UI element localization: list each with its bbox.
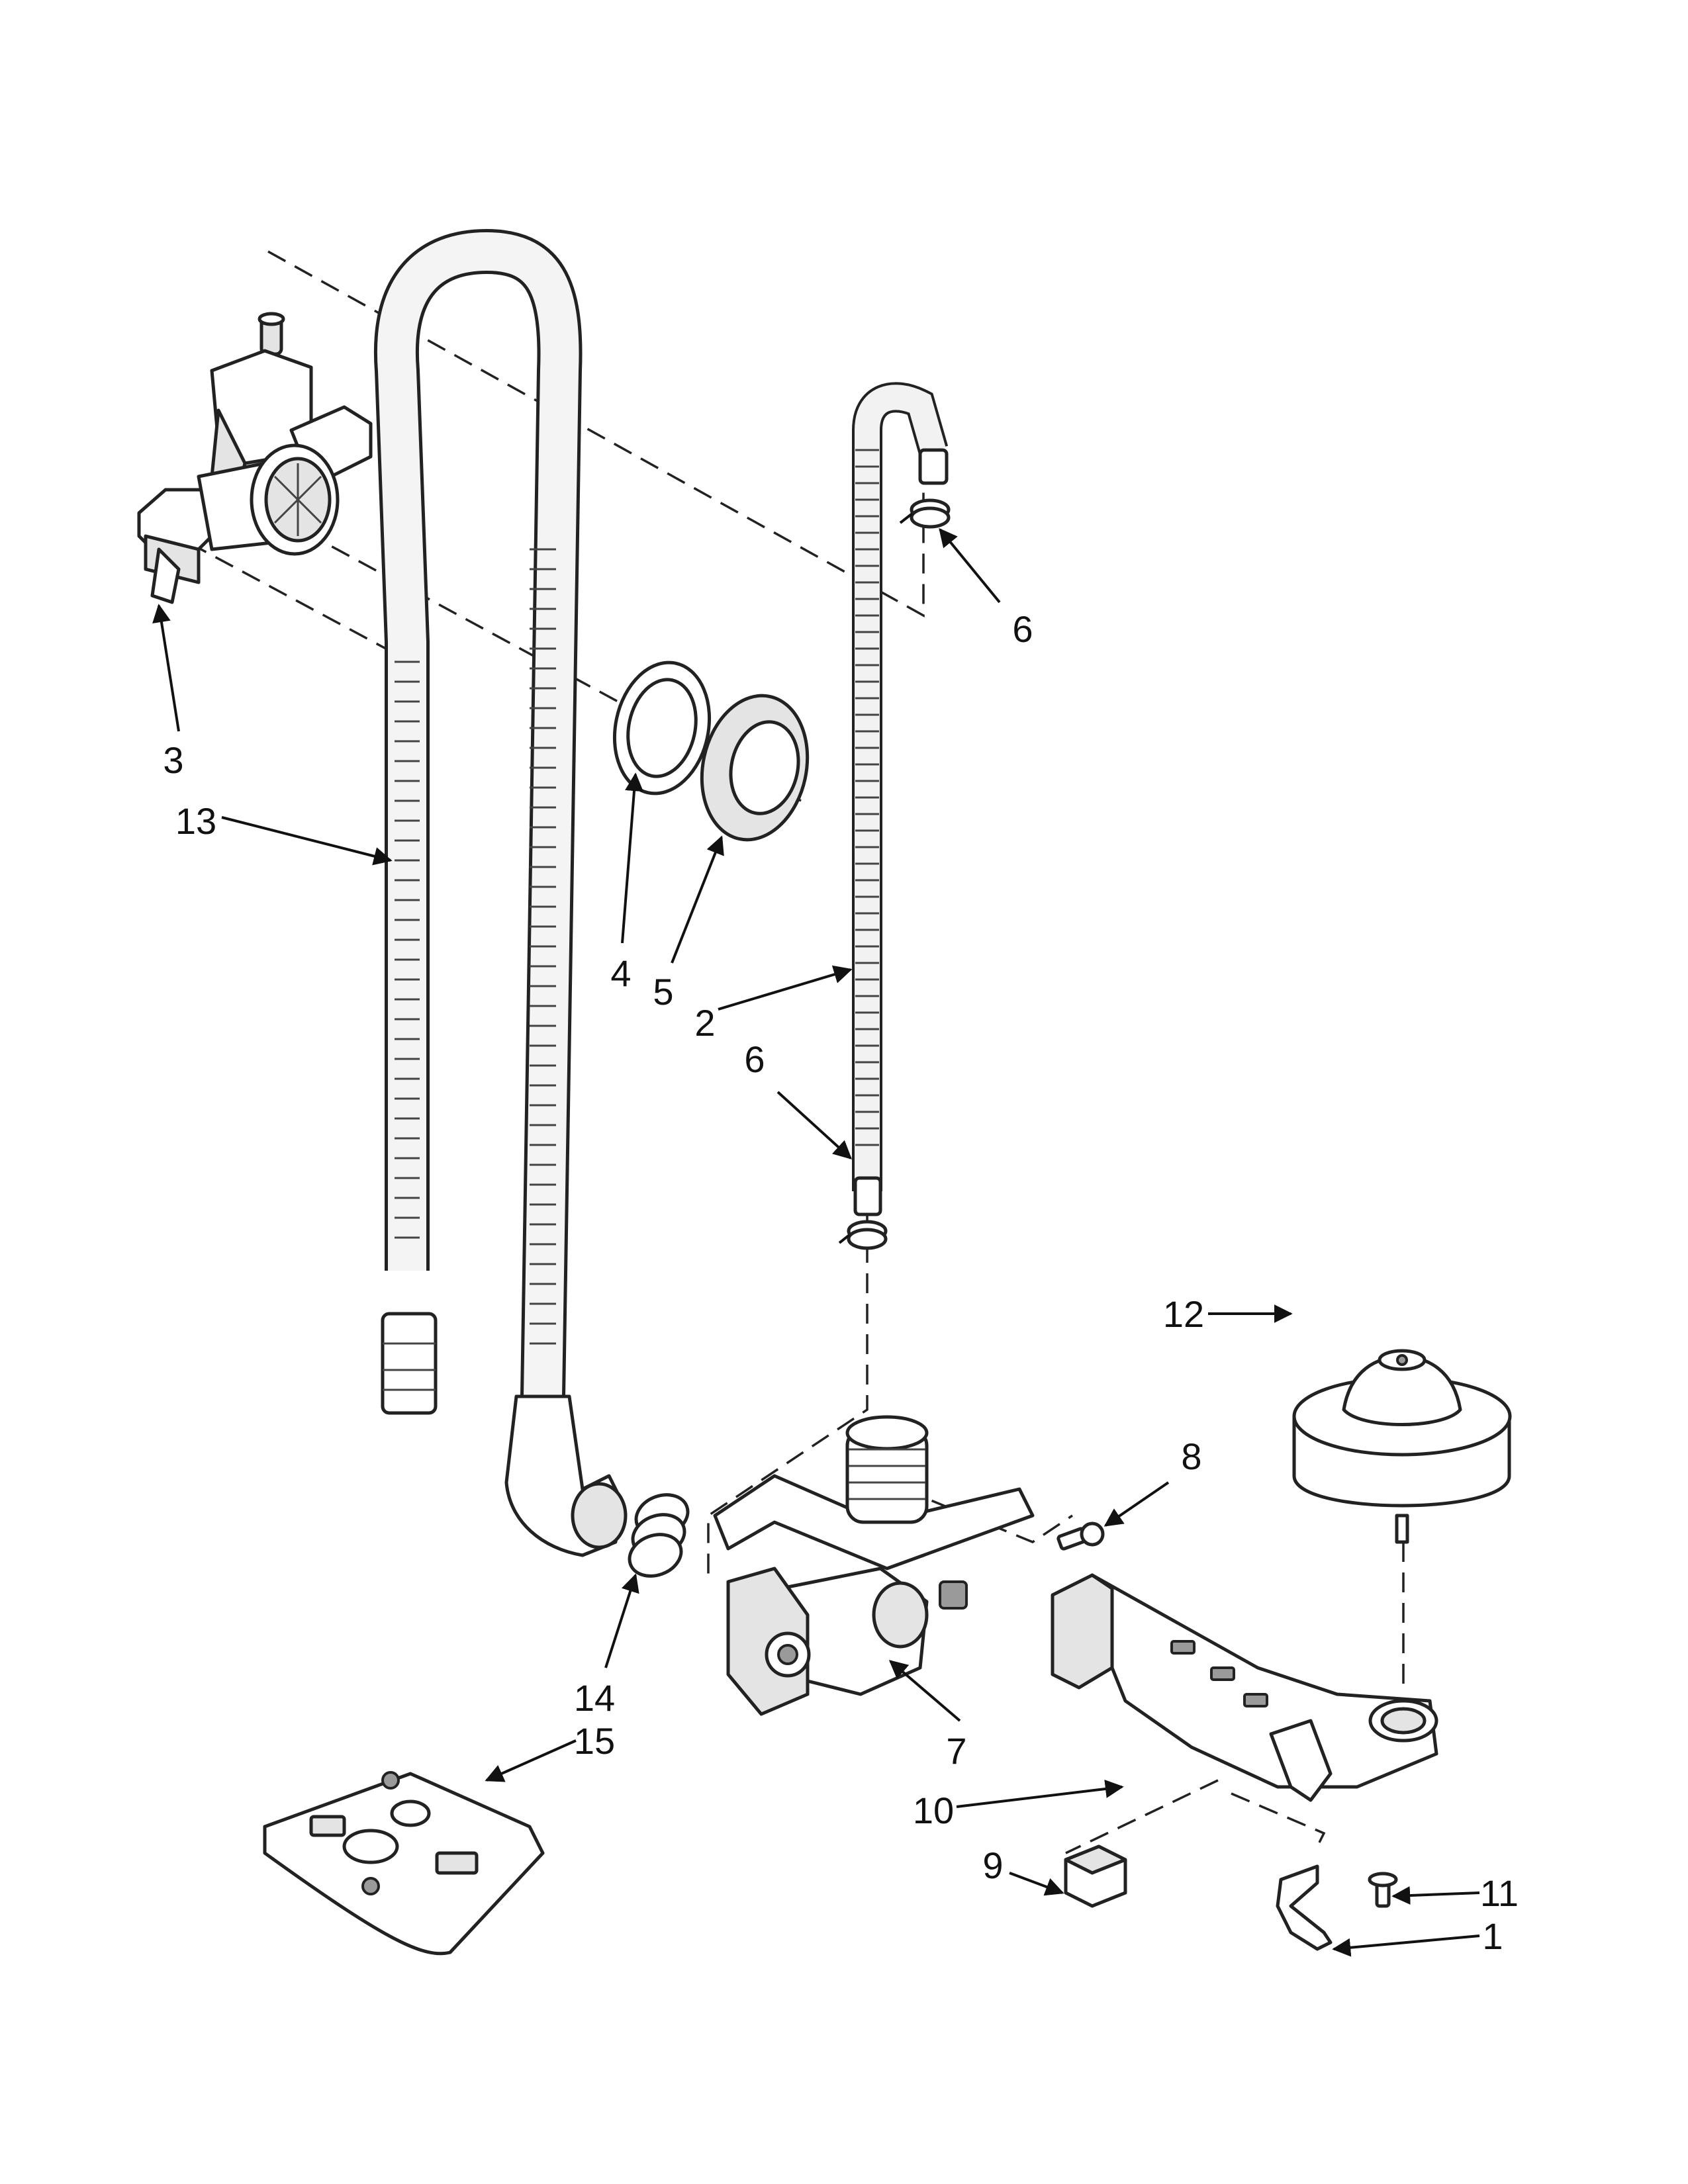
part-6-clamp-bottom bbox=[838, 1220, 888, 1250]
callout-1: 1 bbox=[1482, 1915, 1503, 1957]
callout-5: 5 bbox=[653, 971, 673, 1013]
callout-2: 2 bbox=[694, 1002, 715, 1044]
part-1-actuator bbox=[1276, 1864, 1333, 1951]
callout-7: 7 bbox=[946, 1730, 966, 1772]
part-4-gasket bbox=[612, 660, 712, 796]
part-10-float-bracket bbox=[1051, 1573, 1438, 1802]
callout-4: 4 bbox=[610, 952, 631, 994]
callout-9: 9 bbox=[982, 1844, 1003, 1886]
part-15-hardware-bag bbox=[263, 1771, 545, 1956]
part-7-water-valve bbox=[713, 1415, 1035, 1716]
part-6-clamp-top bbox=[899, 498, 951, 529]
part-12-float bbox=[1292, 1349, 1512, 1544]
part-13-drain-hose bbox=[373, 228, 628, 1557]
callout-3: 3 bbox=[163, 739, 183, 781]
callout-11: 11 bbox=[1480, 1872, 1519, 1914]
callout-8: 8 bbox=[1181, 1435, 1201, 1477]
part-8-screw bbox=[1056, 1522, 1105, 1551]
callout-12: 12 bbox=[1163, 1293, 1204, 1335]
part-5-nut bbox=[700, 694, 810, 842]
leader-lines bbox=[152, 527, 1480, 1957]
callout-labels: 3 13 4 5 2 6 6 12 8 14 15 7 10 9 11 1 bbox=[163, 608, 1519, 1957]
callout-14: 14 bbox=[574, 1677, 615, 1719]
part-11-screw bbox=[1368, 1872, 1398, 1908]
callout-6-bottom: 6 bbox=[744, 1038, 765, 1080]
callout-10: 10 bbox=[913, 1790, 954, 1831]
part-14-hose-clamp bbox=[628, 1493, 690, 1578]
callout-15: 15 bbox=[574, 1720, 615, 1762]
callout-6-top: 6 bbox=[1012, 608, 1033, 650]
part-9-switch bbox=[1064, 1844, 1127, 1908]
callout-13: 13 bbox=[175, 800, 216, 842]
part-2-fill-hose bbox=[852, 382, 949, 1216]
part-3-vent-bracket bbox=[137, 312, 373, 604]
assembly-guide-lines bbox=[188, 250, 1405, 1854]
